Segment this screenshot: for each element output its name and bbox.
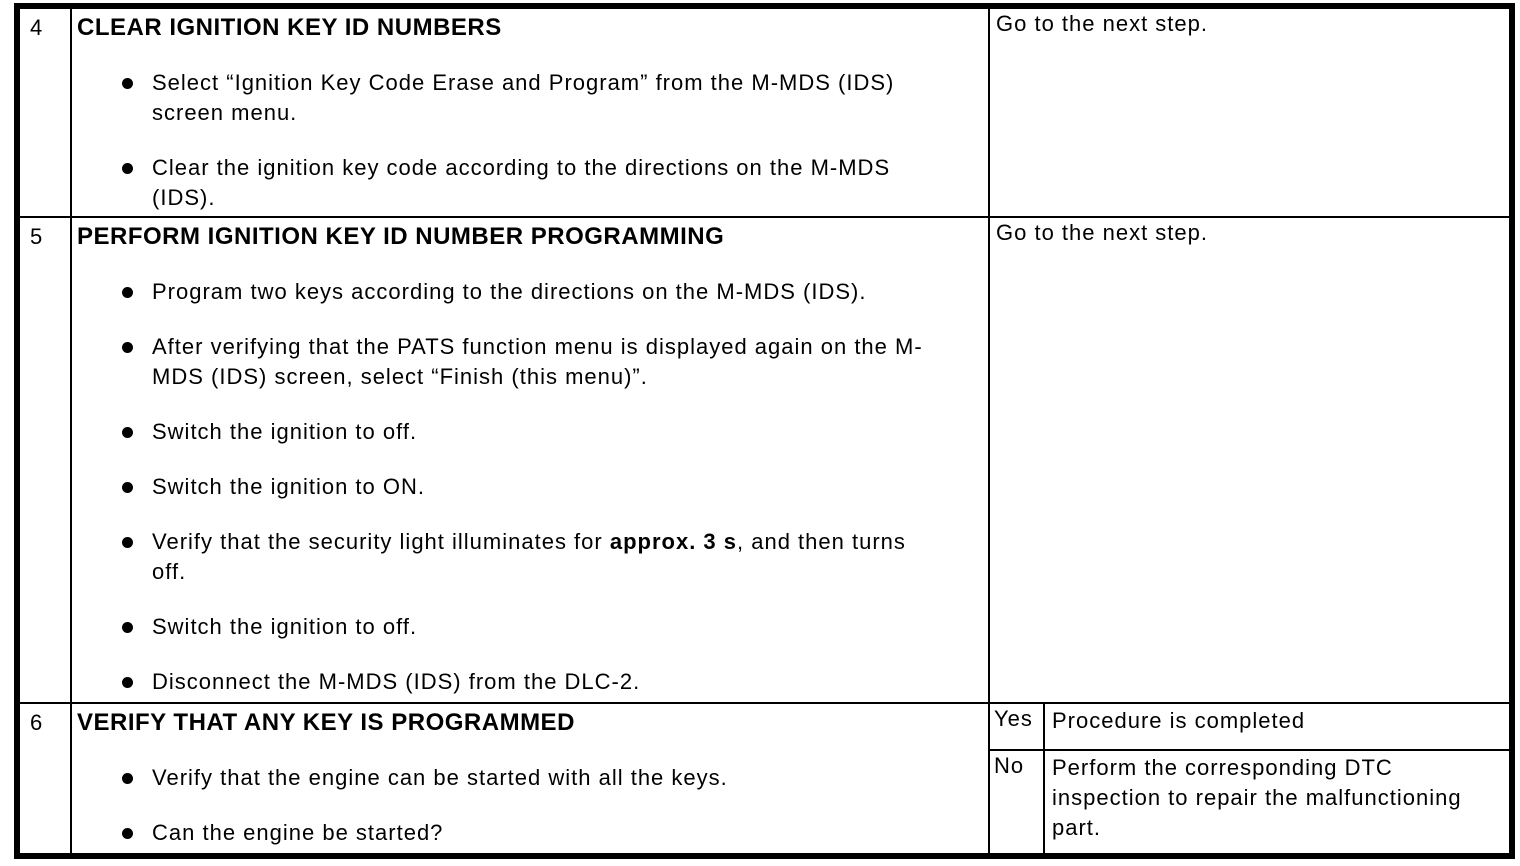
table-row-step-6-no: No Perform the corresponding DTC inspect…: [17, 749, 1513, 857]
bullet-item: After verifying that the PATS function m…: [77, 332, 987, 392]
bullet-text: Switch the ignition to off.: [152, 614, 418, 639]
step-4-number: 4: [16, 5, 72, 218]
bullet-dot-icon: [122, 287, 133, 298]
bullet-text-bold-segment: approx. 3 s: [609, 529, 738, 554]
bullet-text: Can the engine be started?: [152, 820, 444, 845]
step-4-action-cell: CLEAR IGNITION KEY ID NUMBERS Select “Ig…: [70, 5, 990, 218]
bullet-item: Switch the ignition to off.: [77, 612, 987, 642]
bullet-dot-icon: [122, 537, 133, 548]
bullet-text: Program two keys according to the direct…: [152, 279, 867, 304]
bullet-item: Disconnect the M-MDS (IDS) from the DLC-…: [77, 667, 987, 697]
step-5-result-cell: Go to the next step.: [988, 216, 1513, 704]
table-row-step-6: 6 VERIFY THAT ANY KEY IS PROGRAMMED Veri…: [16, 702, 1513, 857]
bullet-text: Select “Ignition Key Code Erase and Prog…: [152, 70, 895, 125]
bullet-dot-icon: [122, 163, 133, 174]
outcome-action-text: Procedure is completed: [1052, 708, 1306, 733]
step-4-title: CLEAR IGNITION KEY ID NUMBERS: [77, 14, 502, 41]
outcome-action-text: Perform the corresponding DTC inspection…: [1052, 755, 1462, 840]
step-5-action-cell: PERFORM IGNITION KEY ID NUMBER PROGRAMMI…: [70, 216, 990, 704]
bullet-item: Verify that the engine can be started wi…: [77, 763, 987, 793]
step-6-number: 6: [16, 702, 72, 857]
bullet-item: Verify that the security light illuminat…: [77, 527, 987, 587]
bullet-text: Disconnect the M-MDS (IDS) from the DLC-…: [152, 669, 641, 694]
bullet-text: Switch the ignition to ON.: [152, 474, 426, 499]
outcome-no-answer-cell: No: [988, 749, 1045, 857]
bullet-dot-icon: [122, 677, 133, 688]
step-6-action-cell: VERIFY THAT ANY KEY IS PROGRAMMED Verify…: [70, 702, 990, 857]
bullet-text-segment: , and then turns off.: [152, 529, 906, 584]
bullet-dot-icon: [122, 342, 133, 353]
bullet-item: Switch the ignition to ON.: [77, 472, 987, 502]
bullet-dot-icon: [122, 828, 133, 839]
step-6-title: VERIFY THAT ANY KEY IS PROGRAMMED: [77, 709, 575, 736]
outcome-yes-action-cell: Procedure is completed: [1043, 702, 1513, 751]
bullet-item: Select “Ignition Key Code Erase and Prog…: [77, 68, 987, 128]
table-row-step-4: 4 CLEAR IGNITION KEY ID NUMBERS Select “…: [16, 5, 1513, 218]
bullet-dot-icon: [122, 78, 133, 89]
bullet-text: Verify that the security light illuminat…: [152, 527, 944, 587]
bullet-text: Clear the ignition key code according to…: [152, 155, 891, 210]
outcome-no-action-cell: Perform the corresponding DTC inspection…: [1043, 749, 1513, 857]
step-4-result-cell: Go to the next step.: [988, 5, 1513, 218]
bullet-text: Verify that the engine can be started wi…: [152, 765, 728, 790]
bullet-dot-icon: [122, 773, 133, 784]
bullet-item: Switch the ignition to off.: [77, 417, 987, 447]
bullet-item: Can the engine be started?: [77, 818, 987, 848]
troubleshooting-procedure-table: 4 CLEAR IGNITION KEY ID NUMBERS Select “…: [14, 3, 1515, 859]
step-5-title: PERFORM IGNITION KEY ID NUMBER PROGRAMMI…: [77, 223, 725, 250]
bullet-text: After verifying that the PATS function m…: [152, 334, 923, 389]
step-5-number: 5: [16, 216, 72, 704]
bullet-item: Clear the ignition key code according to…: [77, 153, 987, 213]
bullet-dot-icon: [122, 482, 133, 493]
bullet-dot-icon: [122, 622, 133, 633]
outcome-yes-answer-cell: Yes: [988, 702, 1045, 751]
bullet-dot-icon: [122, 427, 133, 438]
table-row-step-5: 5 PERFORM IGNITION KEY ID NUMBER PROGRAM…: [16, 216, 1513, 704]
bullet-text-segment: Verify that the security light illuminat…: [152, 529, 610, 554]
bullet-text: Switch the ignition to off.: [152, 419, 418, 444]
bullet-item: Program two keys according to the direct…: [77, 277, 987, 307]
